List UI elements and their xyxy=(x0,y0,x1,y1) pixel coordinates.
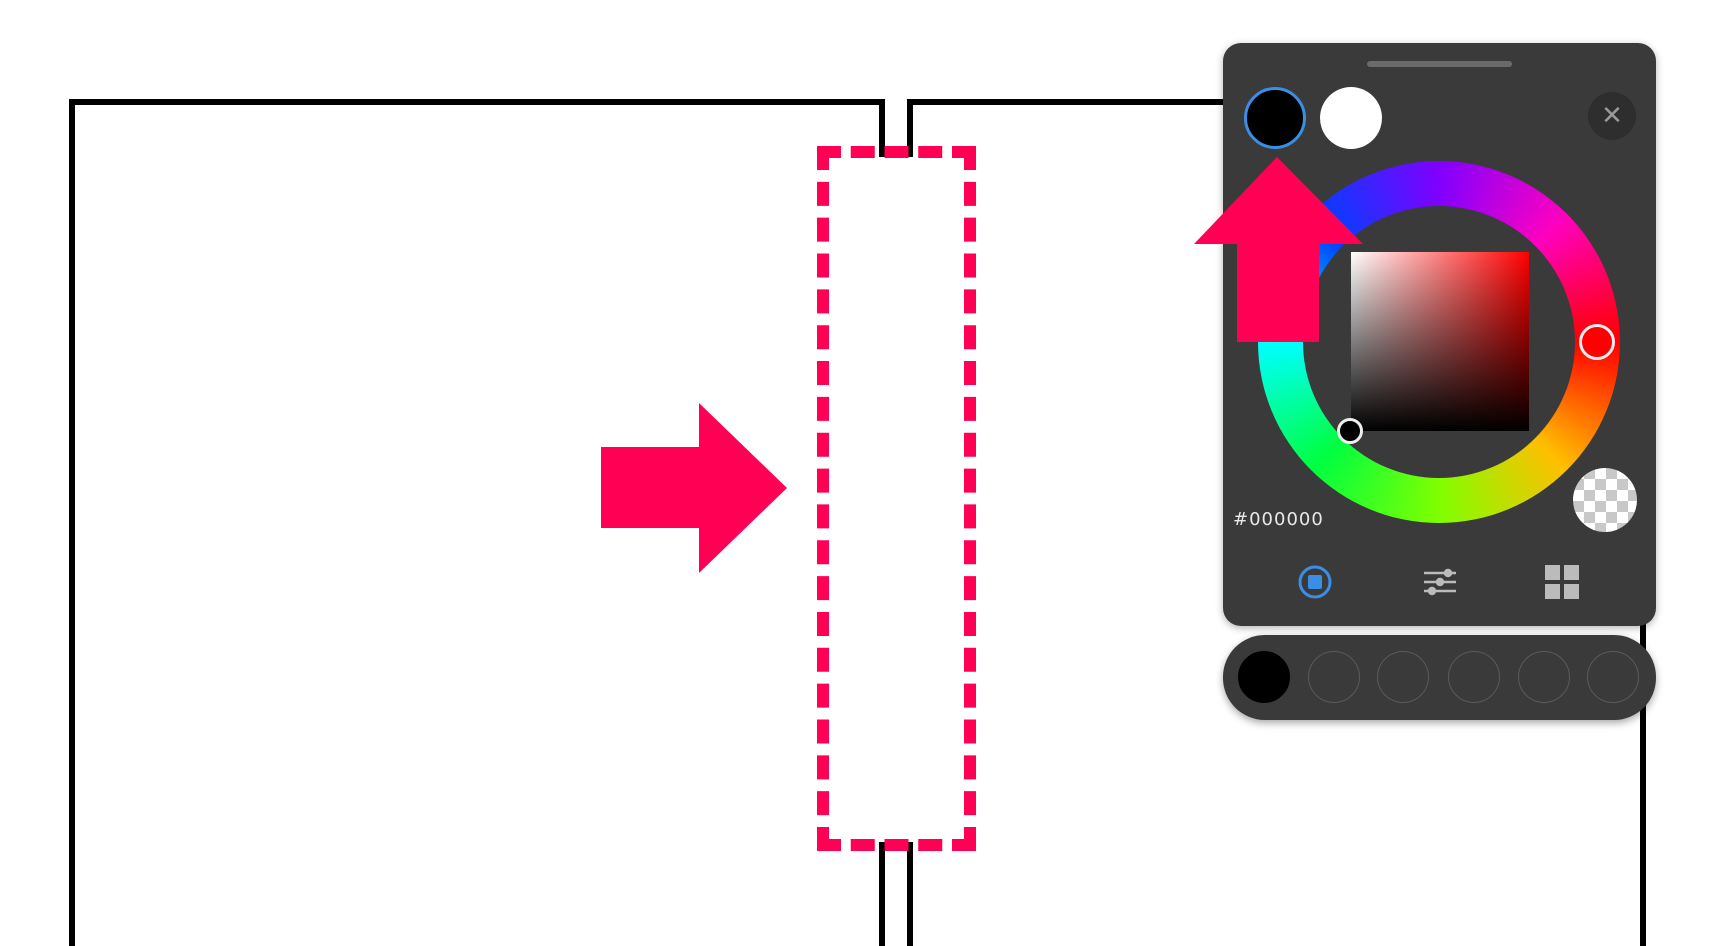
canvas-border-top-left xyxy=(69,99,885,105)
swatch-3[interactable] xyxy=(1377,651,1429,703)
swatch-4[interactable] xyxy=(1448,651,1500,703)
recent-swatches-bar xyxy=(1223,635,1656,720)
swatch-2[interactable] xyxy=(1308,651,1360,703)
close-icon: ✕ xyxy=(1601,101,1623,131)
transparency-swatch[interactable] xyxy=(1573,468,1637,532)
tab-sliders[interactable] xyxy=(1420,563,1460,601)
right-arrow-annotation xyxy=(601,403,787,573)
hex-value[interactable]: #000000 xyxy=(1233,509,1324,530)
canvas-border-left xyxy=(69,99,75,946)
hue-handle[interactable] xyxy=(1579,324,1615,360)
color-picker-panel: ✕ #000000 xyxy=(1223,43,1656,626)
drag-handle[interactable] xyxy=(1367,61,1512,67)
swatch-5[interactable] xyxy=(1518,651,1570,703)
primary-color-swatch[interactable] xyxy=(1244,87,1306,149)
tab-palettes[interactable] xyxy=(1542,563,1582,601)
grid-icon xyxy=(1545,565,1579,599)
gap-line-bottom-right xyxy=(907,842,913,946)
up-arrow-annotation xyxy=(1194,157,1363,342)
tab-wheel[interactable] xyxy=(1295,563,1335,601)
color-handle[interactable] xyxy=(1337,418,1363,444)
gap-line-top-right xyxy=(907,99,913,157)
saturation-value-square[interactable] xyxy=(1351,252,1529,431)
gap-line-bottom-left xyxy=(879,842,885,946)
wheel-icon xyxy=(1298,565,1332,599)
highlight-dotted-rectangle xyxy=(817,146,976,851)
secondary-color-swatch[interactable] xyxy=(1320,87,1382,149)
gap-line-top-left xyxy=(879,99,885,157)
close-button[interactable]: ✕ xyxy=(1588,92,1636,140)
swatch-1[interactable] xyxy=(1238,651,1290,703)
swatch-6[interactable] xyxy=(1587,651,1639,703)
sliders-icon xyxy=(1424,568,1456,596)
